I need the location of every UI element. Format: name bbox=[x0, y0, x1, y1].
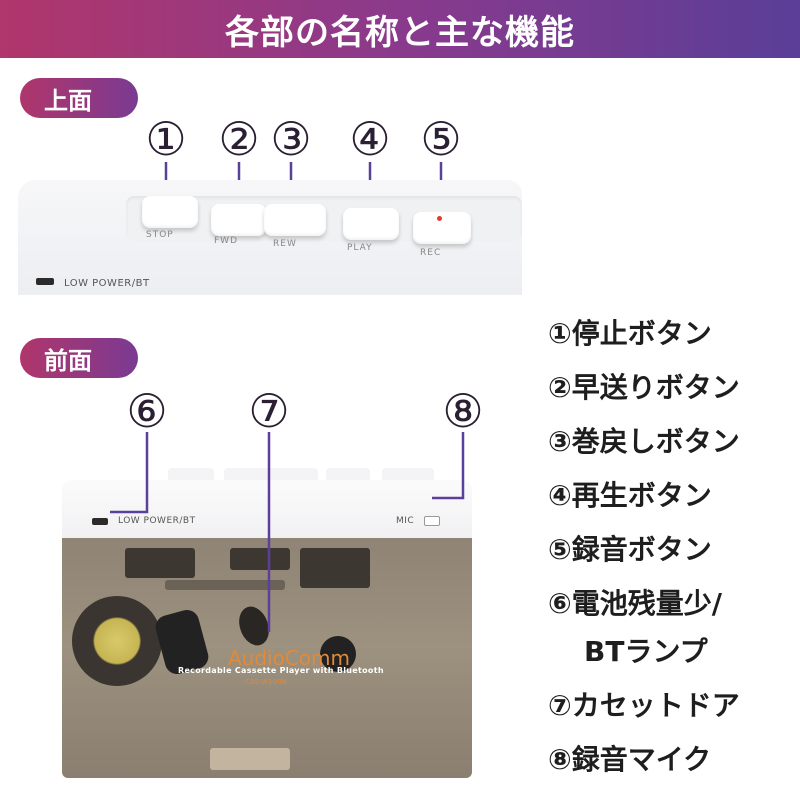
low-power-led-top bbox=[36, 278, 54, 285]
marker-1: ① bbox=[145, 112, 187, 166]
stop-button[interactable] bbox=[142, 196, 198, 228]
marker-6: ⑥ bbox=[126, 384, 168, 438]
play-button[interactable] bbox=[343, 208, 399, 240]
legend-item-6-cont: BTランプ bbox=[584, 635, 708, 668]
left-reel bbox=[72, 596, 162, 686]
legend-item-5: ⑤録音ボタン bbox=[548, 533, 712, 566]
mechanism-part bbox=[125, 548, 195, 578]
play-key-label: PLAY bbox=[347, 243, 373, 253]
low-power-label-front: LOW POWER/BT bbox=[118, 516, 196, 526]
mic-label: MIC bbox=[396, 516, 415, 526]
legend-item-8: ⑧録音マイク bbox=[548, 743, 712, 776]
rec-button[interactable] bbox=[413, 212, 471, 244]
mic-hole bbox=[424, 516, 440, 526]
legend-item-4: ④再生ボタン bbox=[548, 479, 712, 512]
fwd-key-label: FWD bbox=[214, 236, 239, 246]
rec-key-label: REC bbox=[420, 248, 442, 258]
legend-item-1: ①停止ボタン bbox=[548, 317, 712, 350]
marker-3: ③ bbox=[270, 112, 312, 166]
marker-2: ② bbox=[218, 112, 260, 166]
tape-head bbox=[210, 748, 290, 770]
right-reel bbox=[320, 636, 356, 672]
rew-button[interactable] bbox=[264, 204, 326, 236]
rec-indicator-dot bbox=[437, 216, 442, 221]
stop-key-label: STOP bbox=[146, 230, 174, 240]
header-banner: 各部の名称と主な機能 bbox=[0, 0, 800, 58]
fwd-button[interactable] bbox=[211, 204, 266, 236]
mechanism-part bbox=[165, 580, 285, 590]
marker-5: ⑤ bbox=[420, 112, 462, 166]
device-front-top bbox=[62, 480, 472, 538]
section-label-top: 上面 bbox=[20, 78, 138, 118]
mechanism-part bbox=[300, 548, 370, 588]
legend-item-3: ③巻戻しボタン bbox=[548, 425, 740, 458]
legend-item-2: ②早送りボタン bbox=[548, 371, 740, 404]
section-label-front: 前面 bbox=[20, 338, 138, 378]
page-title: 各部の名称と主な機能 bbox=[225, 12, 575, 53]
rew-key-label: REW bbox=[273, 239, 297, 249]
low-power-label-top: LOW POWER/BT bbox=[64, 278, 150, 289]
legend-item-6: ⑥電池残量少/ bbox=[548, 587, 722, 620]
model-number: CAS-W100N bbox=[245, 678, 287, 686]
brand-logo: AudioComm bbox=[228, 646, 351, 670]
mechanism-part bbox=[230, 548, 290, 570]
marker-7: ⑦ bbox=[248, 384, 290, 438]
marker-4: ④ bbox=[349, 112, 391, 166]
brand-subtitle: Recordable Cassette Player with Bluetoot… bbox=[178, 666, 384, 675]
marker-8: ⑧ bbox=[442, 384, 484, 438]
legend-item-7: ⑦カセットドア bbox=[548, 689, 740, 722]
low-power-led-front bbox=[92, 518, 108, 525]
